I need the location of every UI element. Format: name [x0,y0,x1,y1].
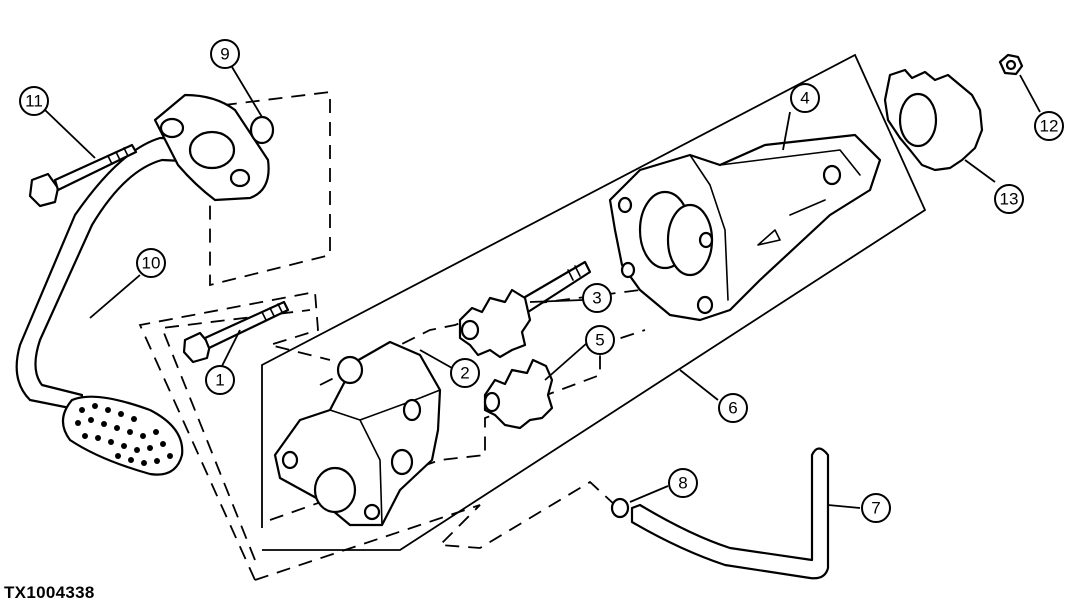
pump-drive-gear [883,68,984,172]
callout-5-label: 5 [595,331,604,350]
callout-7-label: 7 [871,499,880,518]
driven-gear [483,358,554,430]
dashed-outline-pickup [199,90,331,287]
callout-11: 11 [19,86,49,116]
callout-1: 1 [205,365,235,395]
o-ring-9 [249,115,275,145]
callout-8-label: 8 [678,474,687,493]
callout-12: 12 [1034,111,1064,141]
oil-tube [630,447,830,580]
callout-13: 13 [994,184,1024,214]
oil-pickup-tube [15,93,270,412]
callout-6-label: 6 [728,399,737,418]
callout-9: 9 [210,39,240,69]
leader-lines [44,66,1041,509]
callout-4-label: 4 [800,89,809,108]
pump-cover [273,340,442,527]
callout-6: 6 [718,393,748,423]
dashed-outline-tube [254,480,616,581]
nut-12 [998,53,1024,76]
callout-10-label: 10 [142,254,161,273]
callout-7: 7 [861,493,891,523]
callout-1-label: 1 [215,371,224,390]
callout-2-label: 2 [460,364,469,383]
callout-2: 2 [450,358,480,388]
cap-screw-11 [28,143,138,208]
callout-3: 3 [582,283,612,313]
assembly-frame [261,53,927,551]
dashed-outline-outer [138,290,331,581]
callout-9-label: 9 [220,45,229,64]
callout-12-label: 12 [1040,117,1059,136]
drive-gear-shaft [458,260,592,359]
pump-housing [608,133,882,322]
callout-5: 5 [585,325,615,355]
callout-10: 10 [136,248,166,278]
cap-screw-1 [182,300,290,364]
callout-13-label: 13 [1000,190,1019,209]
callout-8: 8 [668,468,698,498]
callout-3-label: 3 [592,289,601,308]
o-ring-8 [610,497,630,519]
oil-pickup-screen [61,395,184,476]
callout-4: 4 [790,83,820,113]
figure-id: TX1004338 [4,583,95,602]
callout-11-label: 11 [25,92,43,111]
